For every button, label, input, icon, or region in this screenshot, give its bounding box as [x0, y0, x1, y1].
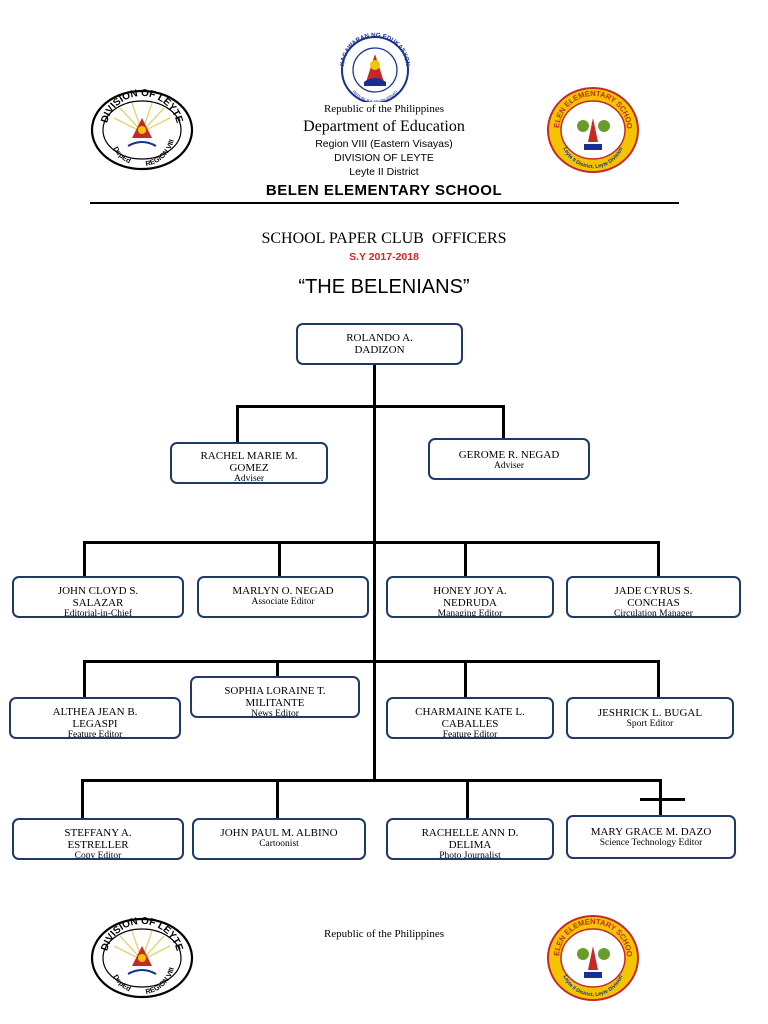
officer-role: Copy Editor — [74, 851, 122, 860]
org-box-sport-editor: JESHRICK L. BUGAL Sport Editor — [566, 697, 734, 739]
org-box-science-technology-editor: MARY GRACE M. DAZO Science Technology Ed… — [566, 815, 736, 859]
officer-name: RACHELLE ANN D. DELIMA — [421, 827, 519, 851]
adviser-drop-2 — [502, 405, 505, 438]
org-box-managing-editor: HONEY JOY A. NEDRUDA Managing Editor — [386, 576, 554, 618]
officer-role: Editorial-in-Chief — [63, 609, 133, 618]
division-of-leyte-seal: DIVISION OF LEYTE DepEd REGION VIII — [90, 88, 194, 171]
school-name: BELEN ELEMENTARY SCHOOL — [265, 182, 503, 199]
officer-name: HONEY JOY A. NEDRUDA — [433, 585, 507, 609]
officer-role: Photo Journalist — [439, 851, 501, 860]
org-box-photo-journalist: RACHELLE ANN D. DELIMA Photo Journalist — [386, 818, 554, 860]
footer-republic-text: Republic of the Philippines — [323, 928, 445, 940]
district-text: Leyte II District — [349, 166, 419, 178]
org-box-news-editor: SOPHIA LORAINE T. MILITANTE News Editor — [190, 676, 360, 718]
officer-name: GEROME R. NEGAD — [458, 449, 560, 461]
row3-drop-4 — [659, 779, 662, 816]
officer-role: Cartoonist — [259, 839, 299, 849]
officer-role: Feature Editor — [442, 730, 498, 739]
officer-role: Associate Editor — [251, 597, 315, 607]
officer-role: News Editor — [251, 709, 299, 718]
officer-role: Science Technology Editor — [599, 838, 703, 848]
row1-drop-4 — [657, 541, 660, 577]
row1-drop-1 — [83, 541, 86, 577]
header-divider — [90, 202, 679, 204]
org-box-editor-in-chief: JOHN CLOYD S. SALAZAR Editorial-in-Chief — [12, 576, 184, 618]
officer-name: MARLYN O. NEGAD — [232, 585, 334, 597]
officer-name: JOHN PAUL M. ALBINO — [220, 827, 338, 839]
division-text: DIVISION OF LEYTE — [334, 152, 434, 164]
row1-drop-3 — [464, 541, 467, 577]
stray-line — [640, 798, 685, 801]
officer-name: JOHN CLOYD S. SALAZAR — [57, 585, 139, 609]
row2-drop-2 — [276, 660, 279, 677]
officer-name: SOPHIA LORAINE T. MILITANTE — [224, 685, 326, 709]
officer-role: Adviser — [493, 461, 525, 471]
org-box-cartoonist: JOHN PAUL M. ALBINO Cartoonist — [192, 818, 366, 860]
belen-school-seal-footer: BELEN ELEMENTARY SCHOOL Leyte II Distric… — [546, 914, 639, 1001]
officer-name: RACHEL MARIE M. GOMEZ — [200, 450, 298, 474]
org-box-adviser-2: GEROME R. NEGAD Adviser — [428, 438, 590, 480]
club-title: SCHOOL PAPER CLUB OFFICERS — [261, 230, 507, 247]
officer-role: Feature Editor — [67, 730, 123, 739]
org-box-circulation-manager: JADE CYRUS S. CONCHAS Circulation Manage… — [566, 576, 741, 618]
officer-role: Managing Editor — [437, 609, 503, 618]
officer-role: Circulation Manager — [614, 609, 693, 618]
row2-drop-3 — [464, 660, 467, 698]
deped-seal: KAGAWARAN NG EDUKASYON REPUBLIKA NG PILI… — [339, 32, 411, 102]
republic-text: Republic of the Philippines — [323, 103, 445, 115]
officer-name: STEFFANY A. ESTRELLER — [64, 827, 132, 851]
row1-drop-2 — [278, 541, 281, 577]
row3-drop-2 — [276, 779, 279, 819]
org-box-copy-editor: STEFFANY A. ESTRELLER Copy Editor — [12, 818, 184, 860]
officer-name: ROLANDO A. DADIZON — [346, 332, 413, 356]
org-box-associate-editor: MARLYN O. NEGAD Associate Editor — [197, 576, 369, 618]
org-box-root: ROLANDO A. DADIZON — [296, 323, 463, 365]
trunk-line — [373, 364, 376, 782]
paper-name: “THE BELENIANS” — [298, 276, 470, 298]
org-box-adviser-1: RACHEL MARIE M. GOMEZ Adviser — [170, 442, 328, 484]
officer-name: JADE CYRUS S. CONCHAS — [614, 585, 693, 609]
division-of-leyte-seal-footer: DIVISION OF LEYTE DepEd REGION VIII — [90, 916, 194, 999]
org-box-feature-editor-1: ALTHEA JEAN B. LEGASPI Feature Editor — [9, 697, 181, 739]
row3-drop-1 — [81, 779, 84, 819]
org-box-feature-editor-2: CHARMAINE KATE L. CABALLES Feature Edito… — [386, 697, 554, 739]
row1-bus — [83, 541, 660, 544]
officer-name: JESHRICK L. BUGAL — [597, 707, 703, 719]
officer-name: MARY GRACE M. DAZO — [590, 826, 712, 838]
row3-bus — [81, 779, 662, 782]
row2-drop-4 — [657, 660, 660, 698]
adviser-drop-1 — [236, 405, 239, 443]
belen-school-seal: BELEN ELEMENTARY SCHOOL Leyte II Distric… — [546, 86, 639, 173]
officer-name: CHARMAINE KATE L. CABALLES — [415, 706, 525, 730]
officer-role: Sport Editor — [626, 719, 674, 729]
region-text: Region VIII (Eastern Visayas) — [315, 138, 453, 150]
adviser-bus — [236, 405, 504, 408]
officer-name: ALTHEA JEAN B. LEGASPI — [52, 706, 138, 730]
row3-drop-3 — [466, 779, 469, 819]
department-title: Department of Education — [303, 118, 465, 135]
school-year: S.Y 2017-2018 — [349, 251, 419, 263]
row2-bus — [83, 660, 660, 663]
row2-drop-1 — [83, 660, 86, 698]
officer-role: Adviser — [233, 474, 265, 484]
